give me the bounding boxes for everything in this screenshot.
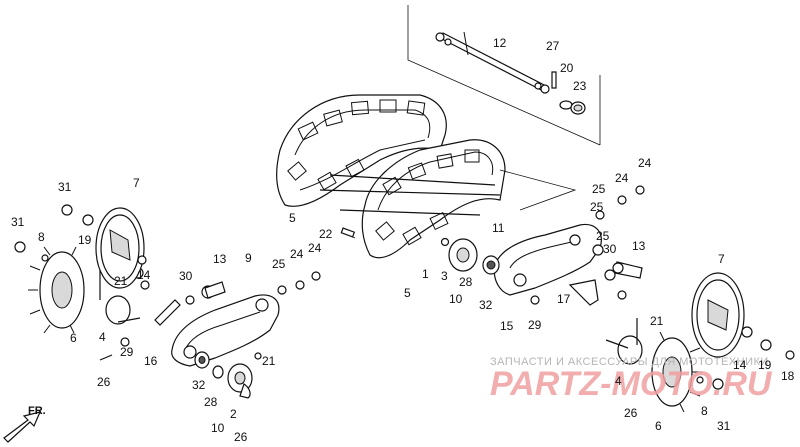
watermark-text: ЗАПЧАСТИ И АКСЕССУАРЫ ДЛЯ МОТОТЕХНИКИ xyxy=(490,356,769,368)
callout-5: 5 xyxy=(404,286,411,300)
callout-21: 21 xyxy=(650,314,664,328)
callout-25: 25 xyxy=(592,182,606,196)
callout-22: 22 xyxy=(319,227,333,241)
callout-21: 21 xyxy=(114,274,128,288)
callout-8: 8 xyxy=(701,404,708,418)
callout-labels: 12 27 20 23 24 24 25 22 11 5 5 1 3 10 28… xyxy=(11,36,795,444)
callout-4: 4 xyxy=(99,330,106,344)
callout-18: 18 xyxy=(781,369,795,383)
callout-13: 13 xyxy=(213,252,227,266)
callout-26: 26 xyxy=(97,375,111,389)
left-chain-case xyxy=(99,267,321,399)
callout-25: 25 xyxy=(590,200,604,214)
callout-12: 12 xyxy=(493,36,507,50)
callout-6: 6 xyxy=(70,331,77,345)
right-chain-case xyxy=(440,185,645,306)
callout-16: 16 xyxy=(144,354,158,368)
callout-32: 32 xyxy=(479,298,493,312)
callout-30: 30 xyxy=(179,269,193,283)
callout-14: 14 xyxy=(137,268,151,282)
callout-20: 20 xyxy=(560,61,574,75)
track-chain-upper xyxy=(276,94,447,207)
callout-23: 23 xyxy=(573,79,587,93)
callout-21: 21 xyxy=(262,354,276,368)
callout-28: 28 xyxy=(204,395,218,409)
callout-31: 31 xyxy=(717,419,731,433)
watermark-logo: PARTZ-MOTO.RU xyxy=(490,365,773,403)
callout-19: 19 xyxy=(78,233,92,247)
callout-26: 26 xyxy=(624,406,638,420)
callout-31: 31 xyxy=(11,215,25,229)
callout-29: 29 xyxy=(120,345,134,359)
callout-10: 10 xyxy=(211,421,225,435)
callout-30: 30 xyxy=(603,242,617,256)
watermark: ЗАПЧАСТИ И АКСЕССУАРЫ ДЛЯ МОТОТЕХНИКИ PA… xyxy=(490,356,773,403)
callout-1: 1 xyxy=(422,267,429,281)
track-chain-lower xyxy=(319,139,577,259)
callout-17: 17 xyxy=(557,292,571,306)
callout-9: 9 xyxy=(245,251,252,265)
callout-5: 5 xyxy=(289,211,296,225)
right-drive-wheel xyxy=(605,272,795,413)
callout-24: 24 xyxy=(638,156,652,170)
callout-26: 26 xyxy=(234,430,248,444)
callout-25: 25 xyxy=(272,257,286,271)
callout-28: 28 xyxy=(459,275,473,289)
callout-31: 31 xyxy=(58,180,72,194)
direction-label: FR. xyxy=(28,405,46,417)
callout-3: 3 xyxy=(441,269,448,283)
axle-assembly xyxy=(407,5,601,146)
callout-13: 13 xyxy=(632,239,646,253)
callout-15: 15 xyxy=(500,319,514,333)
callout-32: 32 xyxy=(192,378,206,392)
callout-4: 4 xyxy=(615,374,622,388)
callout-2: 2 xyxy=(230,407,237,421)
callout-6: 6 xyxy=(655,419,662,433)
front-direction-arrow: FR. xyxy=(3,405,46,443)
callout-24: 24 xyxy=(290,247,304,261)
callout-27: 27 xyxy=(546,39,560,53)
callout-7: 7 xyxy=(718,252,725,266)
callout-24: 24 xyxy=(308,241,322,255)
callout-7: 7 xyxy=(133,176,140,190)
callout-24: 24 xyxy=(615,171,629,185)
callout-25: 25 xyxy=(596,229,610,243)
callout-19: 19 xyxy=(758,358,772,372)
callout-14: 14 xyxy=(733,358,747,372)
callout-10: 10 xyxy=(449,292,463,306)
left-drive-wheel xyxy=(14,204,147,347)
callout-11: 11 xyxy=(492,221,505,235)
callout-8: 8 xyxy=(38,230,45,244)
callout-29: 29 xyxy=(528,318,542,332)
